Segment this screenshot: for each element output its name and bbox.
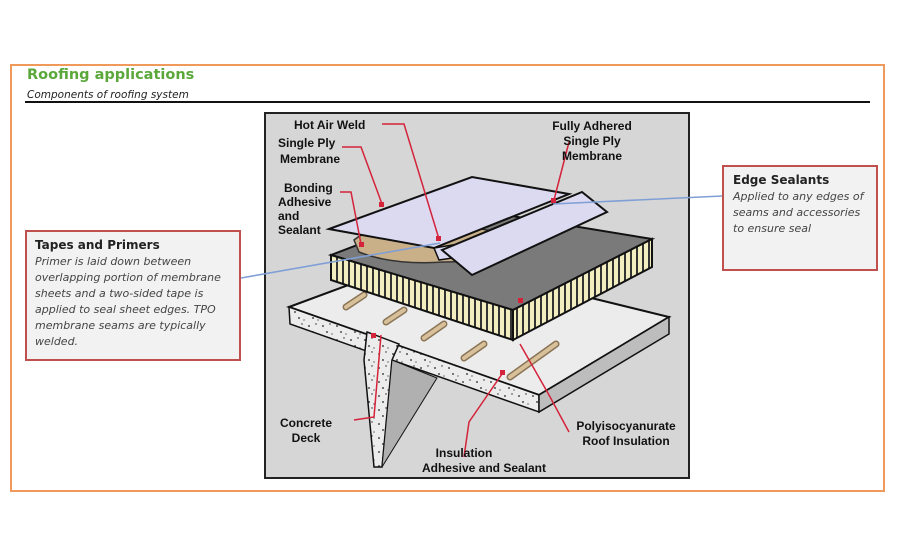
- callout-title: Tapes and Primers: [35, 238, 160, 252]
- title-divider: [25, 101, 870, 103]
- page-subtitle: Components of roofing system: [27, 89, 189, 101]
- callout-body: Applied to any edges of seams and access…: [733, 190, 864, 235]
- callout-title: Edge Sealants: [733, 173, 830, 187]
- leader-lines: [340, 123, 570, 458]
- callout-body: Primer is laid down between overlapping …: [35, 255, 221, 348]
- callout-edge-sealants: Edge Sealants Applied to any edges of se…: [722, 165, 878, 271]
- page-title: Roofing applications: [27, 67, 195, 83]
- fully-adhered-membrane: [440, 190, 609, 277]
- label-hot-air-weld: Hot Air Weld: [294, 118, 365, 132]
- callout-tapes-primers: Tapes and Primers Primer is laid down be…: [25, 230, 241, 361]
